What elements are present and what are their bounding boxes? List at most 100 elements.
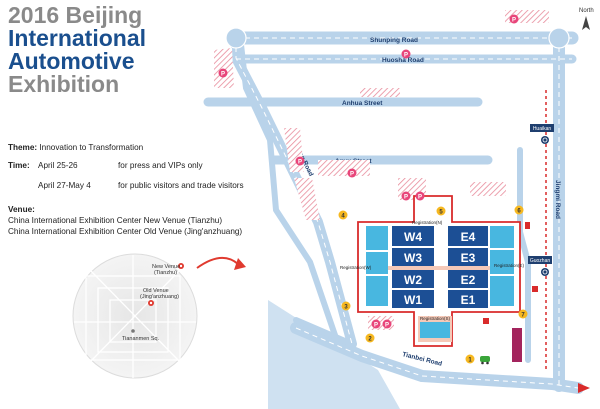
gate-5: 5 bbox=[436, 206, 446, 216]
hall-e1-label: E1 bbox=[461, 293, 476, 307]
venue-label-row: Venue: bbox=[8, 205, 35, 214]
hall-e4-label: E4 bbox=[461, 230, 476, 244]
theme-label: Theme: bbox=[8, 143, 38, 152]
inset-old-venue-sub: (Jing'anzhuang) bbox=[140, 294, 179, 300]
hall-w1[interactable] bbox=[392, 290, 434, 308]
hall-e3[interactable] bbox=[448, 248, 488, 266]
gate-2: 2 bbox=[365, 333, 375, 343]
time-dates-1: April 25-26 bbox=[38, 161, 78, 170]
hall-e4[interactable] bbox=[448, 226, 488, 246]
exit-arrow-icon bbox=[578, 383, 590, 393]
gate-4: 4 bbox=[338, 210, 348, 220]
parking-icon-2: P bbox=[218, 68, 228, 78]
station-guozhan-box bbox=[528, 256, 552, 264]
gate-3: 3 bbox=[341, 301, 351, 311]
registration-east: Registration(E) bbox=[494, 263, 525, 268]
time-audience-1: for press and VIPs only bbox=[118, 161, 203, 170]
svg-text:4: 4 bbox=[341, 214, 345, 220]
road-label-jingmi: Jingmi Road bbox=[554, 180, 561, 219]
registration-west: Registration(W) bbox=[340, 265, 372, 270]
road-label-shunping: Shunping Road bbox=[370, 37, 418, 44]
svg-text:3: 3 bbox=[344, 305, 348, 311]
parking-icon-3: P bbox=[401, 49, 411, 59]
hall-w4-label: W4 bbox=[404, 230, 422, 244]
svg-text:P: P bbox=[221, 72, 225, 78]
inset-new-venue-sub: (Tianzhu) bbox=[154, 270, 177, 276]
parking-icon-8: P bbox=[371, 319, 381, 329]
hall-e1[interactable] bbox=[448, 290, 488, 308]
hall-w4[interactable] bbox=[392, 226, 434, 246]
hall-w2[interactable] bbox=[392, 270, 434, 288]
svg-text:P: P bbox=[374, 323, 378, 329]
gate-6: 6 bbox=[514, 205, 524, 215]
station-guozhan: Guozhan bbox=[530, 258, 551, 264]
svg-text:P: P bbox=[298, 160, 302, 166]
theme-row: Theme: Innovation to Transformation bbox=[8, 143, 143, 152]
fuel-icon bbox=[525, 222, 530, 229]
page-title: 2016 Beijing International Automotive Ex… bbox=[8, 4, 146, 96]
hall-w2-label: W2 bbox=[404, 273, 422, 287]
roundabout-west bbox=[225, 27, 247, 49]
pointer-arrow-icon bbox=[196, 257, 239, 269]
time-dates-2: April 27-May 4 bbox=[38, 181, 91, 190]
svg-text:7: 7 bbox=[521, 313, 525, 319]
time-audience-2: for public visitors and trade visitors bbox=[118, 181, 244, 190]
inset-map: New Venue (Tianzhu) Old Venue (Jing'anzh… bbox=[72, 253, 246, 379]
svg-text:P: P bbox=[404, 53, 408, 59]
entrance-icon bbox=[483, 318, 489, 324]
hall-w3[interactable] bbox=[392, 248, 434, 266]
inset-old-venue: Old Venue bbox=[143, 288, 169, 294]
svg-text:5: 5 bbox=[439, 210, 443, 216]
title-line-3: Automotive bbox=[8, 48, 135, 74]
bus-terminal bbox=[512, 328, 522, 362]
title-line-2: International bbox=[8, 25, 147, 51]
new-venue-pin-icon bbox=[178, 263, 184, 269]
metro-icon-huaikan bbox=[541, 136, 549, 144]
parking-icon-7: P bbox=[415, 191, 425, 201]
svg-text:P: P bbox=[385, 323, 389, 329]
gate-7: 7 bbox=[518, 309, 528, 319]
info-icon bbox=[532, 286, 538, 292]
registration-north: Registration(N) bbox=[412, 220, 443, 225]
parking-icon-4: P bbox=[295, 156, 305, 166]
registration-south: Registration(S) bbox=[420, 316, 451, 321]
venue-label: Venue: bbox=[8, 205, 35, 214]
inset-tiananmen: Tiananmen Sq. bbox=[122, 336, 160, 342]
hall-w3-label: W3 bbox=[404, 251, 422, 265]
parking-icon-1: P bbox=[509, 14, 519, 24]
inset-new-venue: New Venue bbox=[152, 264, 180, 270]
hall-e2-label: E2 bbox=[461, 273, 476, 287]
theme-value: Innovation to Transformation bbox=[39, 143, 144, 152]
tiananmen-dot-icon bbox=[131, 329, 135, 333]
svg-text:P: P bbox=[350, 172, 354, 178]
road-label-anhua: Anhua Street bbox=[342, 100, 383, 107]
title-line-1: 2016 Beijing bbox=[8, 2, 143, 28]
station-huaikan: Huaikan bbox=[533, 126, 552, 132]
roundabout-east bbox=[548, 27, 570, 49]
time-row-1: Time: April 25-26 for press and VIPs onl… bbox=[8, 161, 203, 170]
hall-e2[interactable] bbox=[448, 270, 488, 288]
station-huaikan-box bbox=[530, 124, 554, 132]
compass-label: North bbox=[579, 8, 594, 14]
gate-1: 1 bbox=[465, 354, 475, 364]
svg-text:P: P bbox=[418, 195, 422, 201]
svg-text:P: P bbox=[512, 18, 516, 24]
hall-e3-label: E3 bbox=[461, 251, 476, 265]
north-arrow-icon bbox=[582, 16, 590, 30]
parking-icon-5: P bbox=[347, 168, 357, 178]
old-venue-pin-icon bbox=[148, 300, 154, 306]
venue-line-1: China International Exhibition Center Ne… bbox=[8, 216, 223, 225]
title-line-4: Exhibition bbox=[8, 71, 120, 97]
compass: North bbox=[579, 8, 594, 30]
svg-text:P: P bbox=[404, 195, 408, 201]
road-label-huosha: Huosha Road bbox=[382, 57, 424, 64]
metro-icon-guozhan bbox=[541, 268, 549, 276]
venue-line-2: China International Exhibition Center Ol… bbox=[8, 227, 243, 236]
svg-text:2: 2 bbox=[368, 337, 372, 343]
parking-icon-9: P bbox=[382, 319, 392, 329]
parking-icon-6: P bbox=[401, 191, 411, 201]
hall-w1-label: W1 bbox=[404, 293, 422, 307]
time-label: Time: bbox=[8, 161, 30, 170]
taxi-icon bbox=[480, 356, 490, 365]
